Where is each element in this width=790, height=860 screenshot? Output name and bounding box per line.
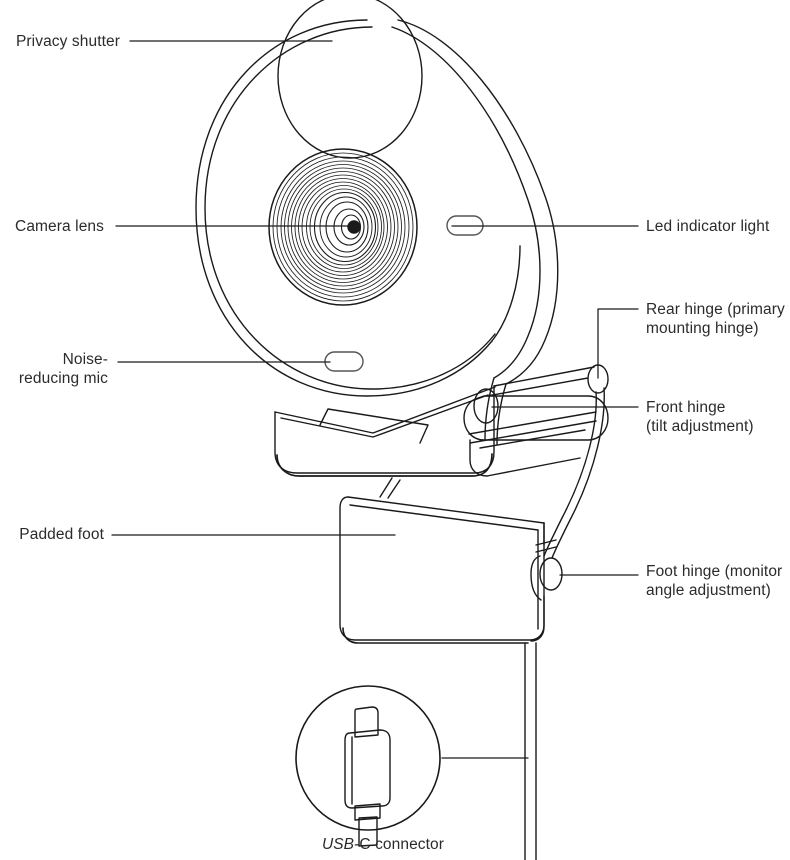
usb-c-detail-circle [295, 685, 441, 831]
camera-body-circle [195, 19, 559, 445]
label-camera-lens: Camera lens [15, 218, 104, 235]
label-privacy-shutter: Privacy shutter [15, 33, 120, 50]
privacy-shutter-oval [277, 0, 423, 159]
padded-foot-panel [339, 477, 545, 644]
rear-strut [535, 387, 605, 559]
label-padded-foot: Padded foot [19, 526, 104, 543]
usb-c-connector-plug [344, 706, 391, 847]
label-usb-c-connector: USB-C connector [288, 835, 478, 854]
lens-concentric-rings [268, 148, 418, 306]
label-led-indicator-light: Led indicator light [646, 218, 770, 235]
label-noise-reducing-mic: Noise- reducing mic [18, 351, 108, 387]
leader-lines [111, 40, 639, 759]
leader-rear-hinge [597, 308, 639, 379]
label-foot-hinge: Foot hinge (monitor angle adjustment) [646, 563, 783, 599]
foot-hinge-pivot [530, 555, 563, 601]
label-usb-c-italic-part: USB [321, 836, 355, 853]
label-front-hinge: Front hinge (tilt adjustment) [646, 399, 754, 435]
noise-reducing-mic-pill [324, 351, 364, 372]
label-usb-c-rest-part: -C connector [354, 836, 445, 853]
front-hinge-pivot [473, 388, 499, 424]
camera-base-block [274, 385, 496, 477]
hinge-arm [463, 366, 609, 477]
label-rear-hinge: Rear hinge (primary mounting hinge) [646, 301, 785, 337]
usb-cable [524, 642, 537, 860]
